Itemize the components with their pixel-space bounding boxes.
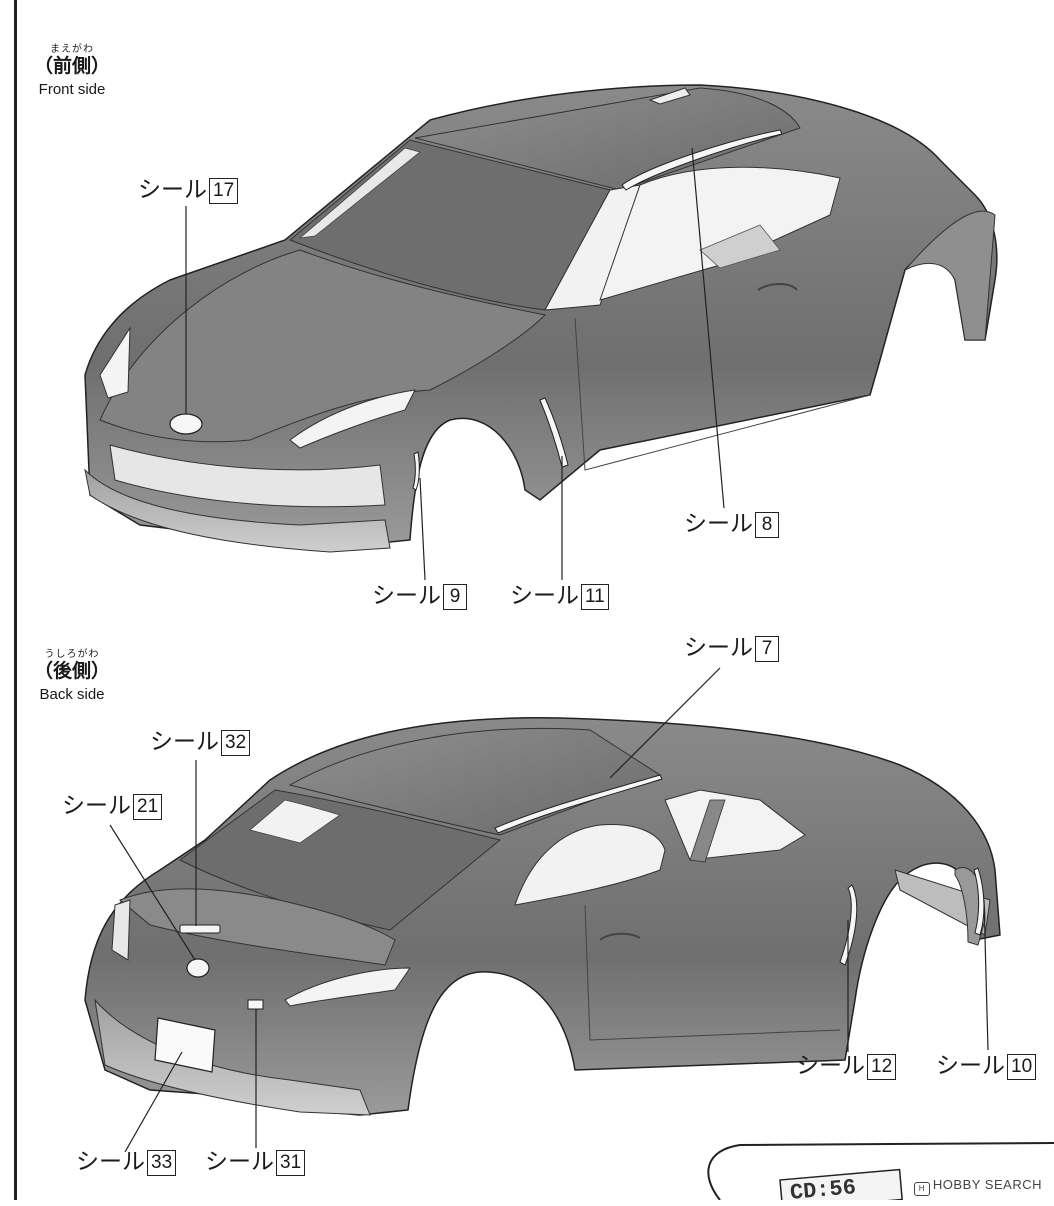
page-left-border <box>14 0 17 1200</box>
sticker-8-shape <box>621 129 783 191</box>
back-car-drawing <box>84 667 1001 1153</box>
front-title-jp: （前側） <box>34 55 111 77</box>
sticker-12-shape <box>839 884 858 966</box>
front-ruby: まえがわ <box>50 44 94 55</box>
sticker-32-shape <box>179 924 221 934</box>
watermark-text: HOBBY SEARCH <box>932 1177 1042 1192</box>
sticker-7-shape <box>494 774 663 834</box>
sticker-17-shape <box>169 413 203 435</box>
back-title-jp: （後側） <box>34 660 111 682</box>
back-side-header: うしろがわ （後側） Back side <box>34 645 110 703</box>
front-title-en: Front side <box>38 81 106 98</box>
sticker-31-shape <box>247 999 264 1010</box>
front-car-drawing <box>84 84 998 581</box>
hobby-search-logo-icon: H <box>913 1182 930 1196</box>
sticker-21-shape <box>186 958 210 978</box>
back-title-en: Back side <box>39 686 105 703</box>
plate-fragment-text: CD:56 <box>789 1175 857 1206</box>
sticker-10-shape <box>973 867 985 936</box>
front-side-header: まえがわ （前側） Front side <box>34 40 110 98</box>
sticker-9-shape <box>412 451 420 491</box>
plate-inset-frame <box>707 1142 1054 1200</box>
back-ruby: うしろがわ <box>44 649 100 660</box>
